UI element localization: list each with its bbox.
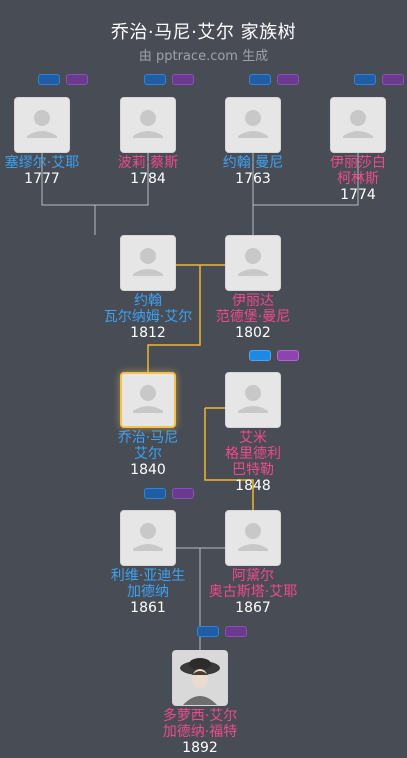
person-card[interactable]: 约翰 瓦尔纳姆·艾尔 1812	[93, 235, 203, 341]
person-name-line2: 范德堡·曼尼	[215, 309, 291, 325]
expand-mother-button[interactable]	[172, 74, 194, 85]
person-name: 伊丽达	[232, 293, 274, 309]
person-silhouette-icon	[133, 248, 163, 276]
avatar[interactable]	[225, 97, 281, 153]
person-card[interactable]: 约翰·曼尼 1763	[198, 97, 308, 187]
expand-father-button[interactable]	[38, 74, 60, 85]
expand-father-button[interactable]	[144, 74, 166, 85]
expand-mother-button[interactable]	[382, 74, 404, 85]
person-name: 塞缪尔·艾耶	[4, 155, 80, 171]
person-silhouette-icon	[238, 110, 268, 138]
person-name-line2: 柯林斯	[337, 171, 379, 187]
expand-parents-control[interactable]	[354, 74, 406, 86]
avatar[interactable]	[120, 510, 176, 566]
person-name-line2: 瓦尔纳姆·艾尔	[103, 309, 193, 325]
person-birth-year: 1848	[235, 478, 271, 494]
person-name-line2: 加德纳	[127, 584, 169, 600]
page-subtitle: 由 pptrace.com 生成	[138, 49, 269, 64]
person-card-selected[interactable]: 乔治·马尼 艾尔 1840	[93, 372, 203, 478]
person-name: 波莉·蔡斯	[117, 155, 179, 171]
person-silhouette-icon	[133, 110, 163, 138]
person-name-line3: 巴特勒	[232, 462, 274, 478]
person-card[interactable]: 伊丽莎白 柯林斯 1774	[303, 97, 407, 203]
expand-mother-button[interactable]	[277, 74, 299, 85]
person-birth-year: 1802	[235, 325, 271, 341]
portrait-photo-icon	[173, 651, 227, 705]
person-birth-year: 1840	[130, 462, 166, 478]
person-card[interactable]: 塞缪尔·艾耶 1777	[0, 97, 97, 187]
person-birth-year: 1892	[182, 740, 218, 756]
avatar[interactable]	[14, 97, 70, 153]
connector-gen1-right	[252, 150, 359, 206]
person-silhouette-icon	[27, 110, 57, 138]
person-name-line2: 格里德利	[225, 446, 281, 462]
expand-parents-control[interactable]	[249, 350, 301, 362]
person-name-line2: 加德纳·福特	[162, 724, 238, 740]
expand-parents-control[interactable]	[38, 74, 90, 86]
avatar[interactable]	[120, 235, 176, 291]
person-card[interactable]: 伊丽达 范德堡·曼尼 1802	[198, 235, 308, 341]
expand-mother-button[interactable]	[225, 626, 247, 637]
person-silhouette-icon	[133, 523, 163, 551]
expand-mother-button[interactable]	[277, 350, 299, 361]
person-name-line2: 奥古斯塔·艾耶	[208, 584, 298, 600]
page-title: 乔治·马尼·艾尔 家族树	[110, 22, 297, 43]
person-birth-year: 1812	[130, 325, 166, 341]
person-birth-year: 1861	[130, 600, 166, 616]
person-silhouette-icon	[238, 385, 268, 413]
person-birth-year: 1774	[340, 187, 376, 203]
person-birth-year: 1763	[235, 171, 271, 187]
person-birth-year: 1784	[130, 171, 166, 187]
avatar[interactable]	[225, 372, 281, 428]
expand-father-button[interactable]	[197, 626, 219, 637]
avatar[interactable]	[225, 235, 281, 291]
avatar-photo[interactable]	[172, 650, 228, 706]
person-name: 利维·亚迪生	[110, 568, 186, 584]
expand-parents-control[interactable]	[197, 626, 249, 638]
person-card[interactable]: 阿黛尔 奥古斯塔·艾耶 1867	[198, 510, 308, 616]
person-silhouette-icon	[238, 248, 268, 276]
person-silhouette-icon	[238, 523, 268, 551]
person-name-line2: 艾尔	[134, 446, 162, 462]
expand-parents-control[interactable]	[144, 488, 196, 500]
person-silhouette-icon	[343, 110, 373, 138]
person-card[interactable]: 艾米 格里德利 巴特勒 1848	[198, 372, 308, 494]
expand-father-button[interactable]	[144, 488, 166, 499]
avatar[interactable]	[225, 510, 281, 566]
expand-father-button[interactable]	[249, 74, 271, 85]
person-silhouette-icon	[133, 385, 163, 413]
person-name: 艾米	[239, 430, 267, 446]
person-birth-year: 1777	[24, 171, 60, 187]
avatar-selected[interactable]	[120, 372, 176, 428]
person-card[interactable]: 波莉·蔡斯 1784	[93, 97, 203, 187]
person-birth-year: 1867	[235, 600, 271, 616]
expand-father-button[interactable]	[354, 74, 376, 85]
person-name: 阿黛尔	[232, 568, 274, 584]
expand-father-button[interactable]	[249, 350, 271, 361]
person-name: 约翰	[134, 293, 162, 309]
person-name: 乔治·马尼	[117, 430, 179, 446]
avatar[interactable]	[120, 97, 176, 153]
expand-mother-button[interactable]	[66, 74, 88, 85]
person-name: 约翰·曼尼	[222, 155, 284, 171]
person-card[interactable]: 多萝西·艾尔 加德纳·福特 1892	[145, 650, 255, 756]
expand-parents-control[interactable]	[144, 74, 196, 86]
person-name: 多萝西·艾尔	[162, 708, 238, 724]
expand-mother-button[interactable]	[172, 488, 194, 499]
expand-parents-control[interactable]	[249, 74, 301, 86]
person-card[interactable]: 利维·亚迪生 加德纳 1861	[93, 510, 203, 616]
person-name: 伊丽莎白	[330, 155, 386, 171]
avatar[interactable]	[330, 97, 386, 153]
